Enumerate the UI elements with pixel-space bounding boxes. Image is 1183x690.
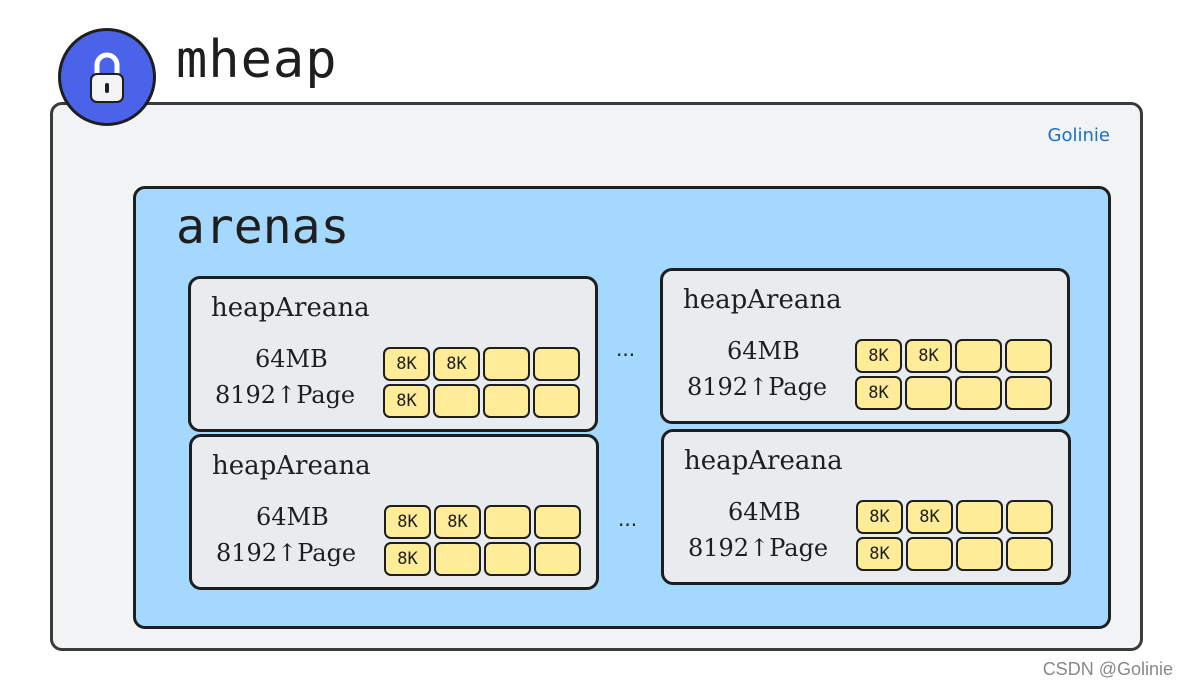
ellipsis-top: ... (616, 337, 636, 361)
page-cell (956, 537, 1003, 571)
lock-badge (58, 28, 156, 126)
page-cell (534, 505, 581, 539)
page-cell (956, 500, 1003, 534)
page-grid: 8K 8K 8K (856, 500, 1053, 571)
page-cell (484, 505, 531, 539)
page-cell: 8K (383, 347, 430, 381)
page-cell: 8K (856, 500, 903, 534)
page-cell (533, 384, 580, 418)
heap-arena-card: heapAreana 64MB 8192↑Page 8K 8K 8K (661, 429, 1071, 585)
heap-arena-pages: 8192↑Page (216, 539, 357, 567)
heap-arena-size: 64MB (727, 337, 800, 365)
page-cell (1006, 537, 1053, 571)
heap-arena-pages: 8192↑Page (215, 381, 356, 409)
page-cell (534, 542, 581, 576)
heap-arena-pages: 8192↑Page (688, 534, 829, 562)
heap-arena-title: heapAreana (683, 285, 842, 315)
page-cell (905, 376, 952, 410)
heap-arena-size: 64MB (728, 498, 801, 526)
page-cell (955, 376, 1002, 410)
page-grid: 8K 8K 8K (383, 347, 580, 418)
page-cell (483, 347, 530, 381)
page-cell: 8K (856, 537, 903, 571)
page-cell: 8K (434, 505, 481, 539)
page-cell: 8K (433, 347, 480, 381)
page-cell: 8K (905, 339, 952, 373)
heap-arena-size: 64MB (255, 345, 328, 373)
page-cell (484, 542, 531, 576)
heap-arena-card: heapAreana 64MB 8192↑Page 8K 8K 8K (660, 268, 1070, 424)
page-grid: 8K 8K 8K (855, 339, 1052, 410)
page-cell (1005, 339, 1052, 373)
page-cell: 8K (855, 339, 902, 373)
page-cell: 8K (383, 384, 430, 418)
page-cell (906, 537, 953, 571)
page-cell (533, 347, 580, 381)
heap-arena-size: 64MB (256, 503, 329, 531)
page-cell: 8K (384, 542, 431, 576)
heap-arena-title: heapAreana (211, 293, 370, 323)
page-cell (483, 384, 530, 418)
page-cell: 8K (906, 500, 953, 534)
page-cell (433, 384, 480, 418)
page-cell: 8K (384, 505, 431, 539)
page-cell (1006, 500, 1053, 534)
heap-arena-pages: 8192↑Page (687, 373, 828, 401)
arenas-container: arenas heapAreana 64MB 8192↑Page 8K 8K 8… (133, 186, 1111, 629)
heap-arena-card: heapAreana 64MB 8192↑Page 8K 8K 8K (188, 276, 598, 432)
brand-label: Golinie (1047, 125, 1110, 146)
ellipsis-bottom: ... (618, 507, 638, 531)
lock-icon (90, 52, 124, 103)
arenas-label: arenas (176, 199, 350, 255)
heap-arena-title: heapAreana (684, 446, 843, 476)
csdn-watermark: CSDN @Golinie (1042, 659, 1173, 679)
heap-arena-title: heapAreana (212, 451, 371, 481)
page-cell (434, 542, 481, 576)
page-cell: 8K (855, 376, 902, 410)
page-cell (1005, 376, 1052, 410)
page-grid: 8K 8K 8K (384, 505, 581, 576)
page-cell (955, 339, 1002, 373)
heap-arena-card: heapAreana 64MB 8192↑Page 8K 8K 8K (189, 434, 599, 590)
diagram-title: mheap (176, 30, 338, 90)
mheap-container: Golinie arenas heapAreana 64MB 8192↑Page… (50, 102, 1143, 651)
